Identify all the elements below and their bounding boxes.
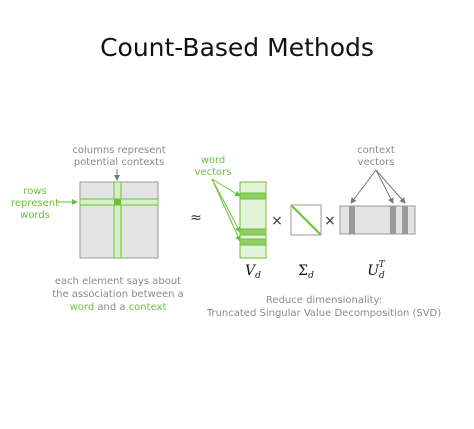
svd-caption-line1: Reduce dimensionality: (266, 295, 382, 306)
element-caption-line2: the association between a (52, 289, 184, 300)
times-sign-2: × (324, 213, 336, 229)
sigma-symbol-main: Σ (298, 263, 308, 279)
vd-symbol-main: V (245, 263, 257, 279)
matrix-column-highlight (113, 181, 122, 259)
sigma-symbol: Σd (298, 263, 314, 281)
ut-symbol: UdT (367, 260, 386, 281)
columns-label-line1: columns represent (72, 145, 165, 156)
ut-symbol-main: U (367, 263, 380, 279)
columns-label-line2: potential contexts (74, 157, 165, 168)
context-vector-arrows (350, 169, 406, 204)
page-title: Count-Based Methods (100, 33, 374, 62)
ut-symbol-sub: d (379, 271, 385, 281)
svd-caption-line2: Truncated Singular Value Decomposition (… (206, 308, 441, 319)
context-vectors-label-line2: vectors (358, 157, 395, 168)
vd-row-3 (239, 238, 267, 246)
ut-matrix (339, 205, 416, 235)
rows-label-line1: rows (23, 186, 46, 197)
vd-matrix (239, 181, 267, 259)
vd-row-1 (239, 192, 267, 200)
ut-column-3 (402, 206, 408, 234)
vd-row-2 (239, 228, 267, 236)
rows-label-line2: represent (11, 198, 59, 209)
word-vector-arrows (211, 178, 241, 242)
ut-symbol-sup: T (379, 260, 386, 270)
ut-column-1 (349, 206, 355, 234)
element-caption-line3: word and a context (70, 302, 167, 313)
cooccurrence-matrix (79, 181, 159, 259)
matrix-cell-highlight (114, 199, 121, 205)
context-vectors-label-line1: context (357, 145, 395, 156)
sigma-symbol-sub: d (308, 271, 314, 281)
approx-sign: ≈ (190, 210, 202, 226)
vd-symbol-sub: d (255, 271, 261, 281)
word-vectors-label-line1: word (201, 155, 226, 166)
sigma-matrix (290, 204, 322, 236)
rows-label-line3: words (20, 210, 50, 221)
element-caption-and: and a (94, 302, 128, 313)
sigma-diagonal (291, 205, 321, 235)
times-sign-1: × (271, 213, 283, 229)
word-vectors-label-line2: vectors (195, 167, 232, 178)
vd-symbol: Vd (245, 263, 261, 281)
element-caption-context: context (129, 302, 167, 313)
ut-column-2 (390, 206, 396, 234)
element-caption-word: word (70, 302, 95, 313)
element-caption-line1: each element says about (55, 276, 181, 287)
